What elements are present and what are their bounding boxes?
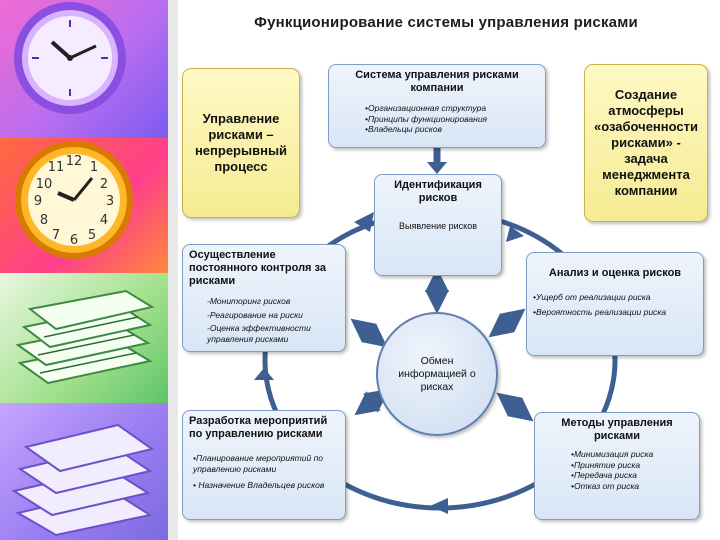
control-list: -Мониторинг рисков -Реагирование на риск… bbox=[207, 296, 339, 344]
book-stack-image bbox=[0, 273, 168, 403]
paper-stack-icon bbox=[0, 403, 168, 540]
list-item: -Реагирование на риски bbox=[207, 310, 339, 321]
svg-text:7: 7 bbox=[52, 228, 60, 243]
exchange-circle: Обмен информацией о рисках bbox=[376, 312, 498, 436]
svg-text:5: 5 bbox=[88, 228, 96, 243]
system-list: •Организационная структура •Принципы фун… bbox=[365, 103, 539, 135]
control-heading: Осуществление постоянного контроля за ри… bbox=[189, 249, 339, 288]
list-item: •Организационная структура bbox=[365, 103, 539, 114]
analysis-box: Анализ и оценка рисков •Ущерб от реализа… bbox=[526, 252, 704, 356]
paper-stack-image bbox=[0, 403, 168, 540]
system-box: Система управления рисками компании •Орг… bbox=[328, 64, 546, 148]
system-heading: Система управления рисками компании bbox=[335, 69, 539, 95]
identification-heading: Идентификация рисков bbox=[381, 179, 495, 205]
cycle-arrow-icon bbox=[254, 368, 274, 380]
list-item: •Владельцы рисков bbox=[365, 124, 539, 135]
list-item: •Принятие риска bbox=[571, 460, 693, 471]
cycle-arrow-icon bbox=[430, 498, 448, 514]
list-item: •Планирование мероприятий по управлению … bbox=[193, 453, 339, 474]
list-item: -Мониторинг рисков bbox=[207, 296, 339, 307]
svg-text:8: 8 bbox=[40, 213, 48, 228]
measures-list: •Планирование мероприятий по управлению … bbox=[193, 453, 339, 491]
identification-sub: Выявление рисков bbox=[381, 221, 495, 231]
svg-text:9: 9 bbox=[34, 194, 42, 209]
control-box: Осуществление постоянного контроля за ри… bbox=[182, 244, 346, 352]
arrow-down-icon bbox=[427, 148, 447, 174]
book-stack-icon bbox=[0, 273, 168, 403]
strip-divider bbox=[168, 0, 178, 540]
measures-heading: Разработка мероприятий по управлению рис… bbox=[189, 415, 339, 441]
svg-text:1: 1 bbox=[90, 160, 98, 175]
identification-box: Идентификация рисков Выявление рисков bbox=[374, 174, 502, 276]
list-item: •Принципы функционирования bbox=[365, 114, 539, 125]
process-note: Управление рисками – непрерывный процесс bbox=[182, 68, 300, 218]
list-item: • Назначение Владельцев рисков bbox=[193, 480, 339, 491]
list-item: •Отказ от риска bbox=[571, 481, 693, 492]
wall-clock-icon bbox=[0, 0, 168, 138]
methods-box: Методы управления рисками •Минимизация р… bbox=[534, 412, 700, 520]
svg-text:12: 12 bbox=[66, 154, 83, 169]
svg-text:3: 3 bbox=[106, 194, 114, 209]
list-item: •Ущерб от реализации риска bbox=[533, 292, 697, 303]
svg-text:2: 2 bbox=[100, 177, 108, 192]
methods-list: •Минимизация риска •Принятие риска •Пере… bbox=[571, 449, 693, 491]
svg-text:11: 11 bbox=[48, 160, 65, 175]
list-item: •Вероятность реализации риска bbox=[533, 307, 697, 318]
wall-clock-image bbox=[0, 0, 168, 138]
page-title: Функционирование системы управления риск… bbox=[186, 14, 706, 31]
analysis-heading: Анализ и оценка рисков bbox=[533, 267, 697, 280]
list-item: -Оценка эффективности управления рисками bbox=[207, 323, 339, 344]
list-item: •Минимизация риска bbox=[571, 449, 693, 460]
analysis-list: •Ущерб от реализации риска •Вероятность … bbox=[533, 292, 697, 317]
svg-text:10: 10 bbox=[36, 177, 53, 192]
risk-cycle-diagram: Управление рисками – непрерывный процесс… bbox=[178, 40, 720, 530]
methods-heading: Методы управления рисками bbox=[541, 417, 693, 443]
atmosphere-note: Создание атмосферы «озабоченности рискам… bbox=[584, 64, 708, 222]
svg-text:6: 6 bbox=[70, 233, 78, 248]
svg-text:4: 4 bbox=[100, 213, 108, 228]
list-item: •Передача риска bbox=[571, 470, 693, 481]
measures-box: Разработка мероприятий по управлению рис… bbox=[182, 410, 346, 520]
